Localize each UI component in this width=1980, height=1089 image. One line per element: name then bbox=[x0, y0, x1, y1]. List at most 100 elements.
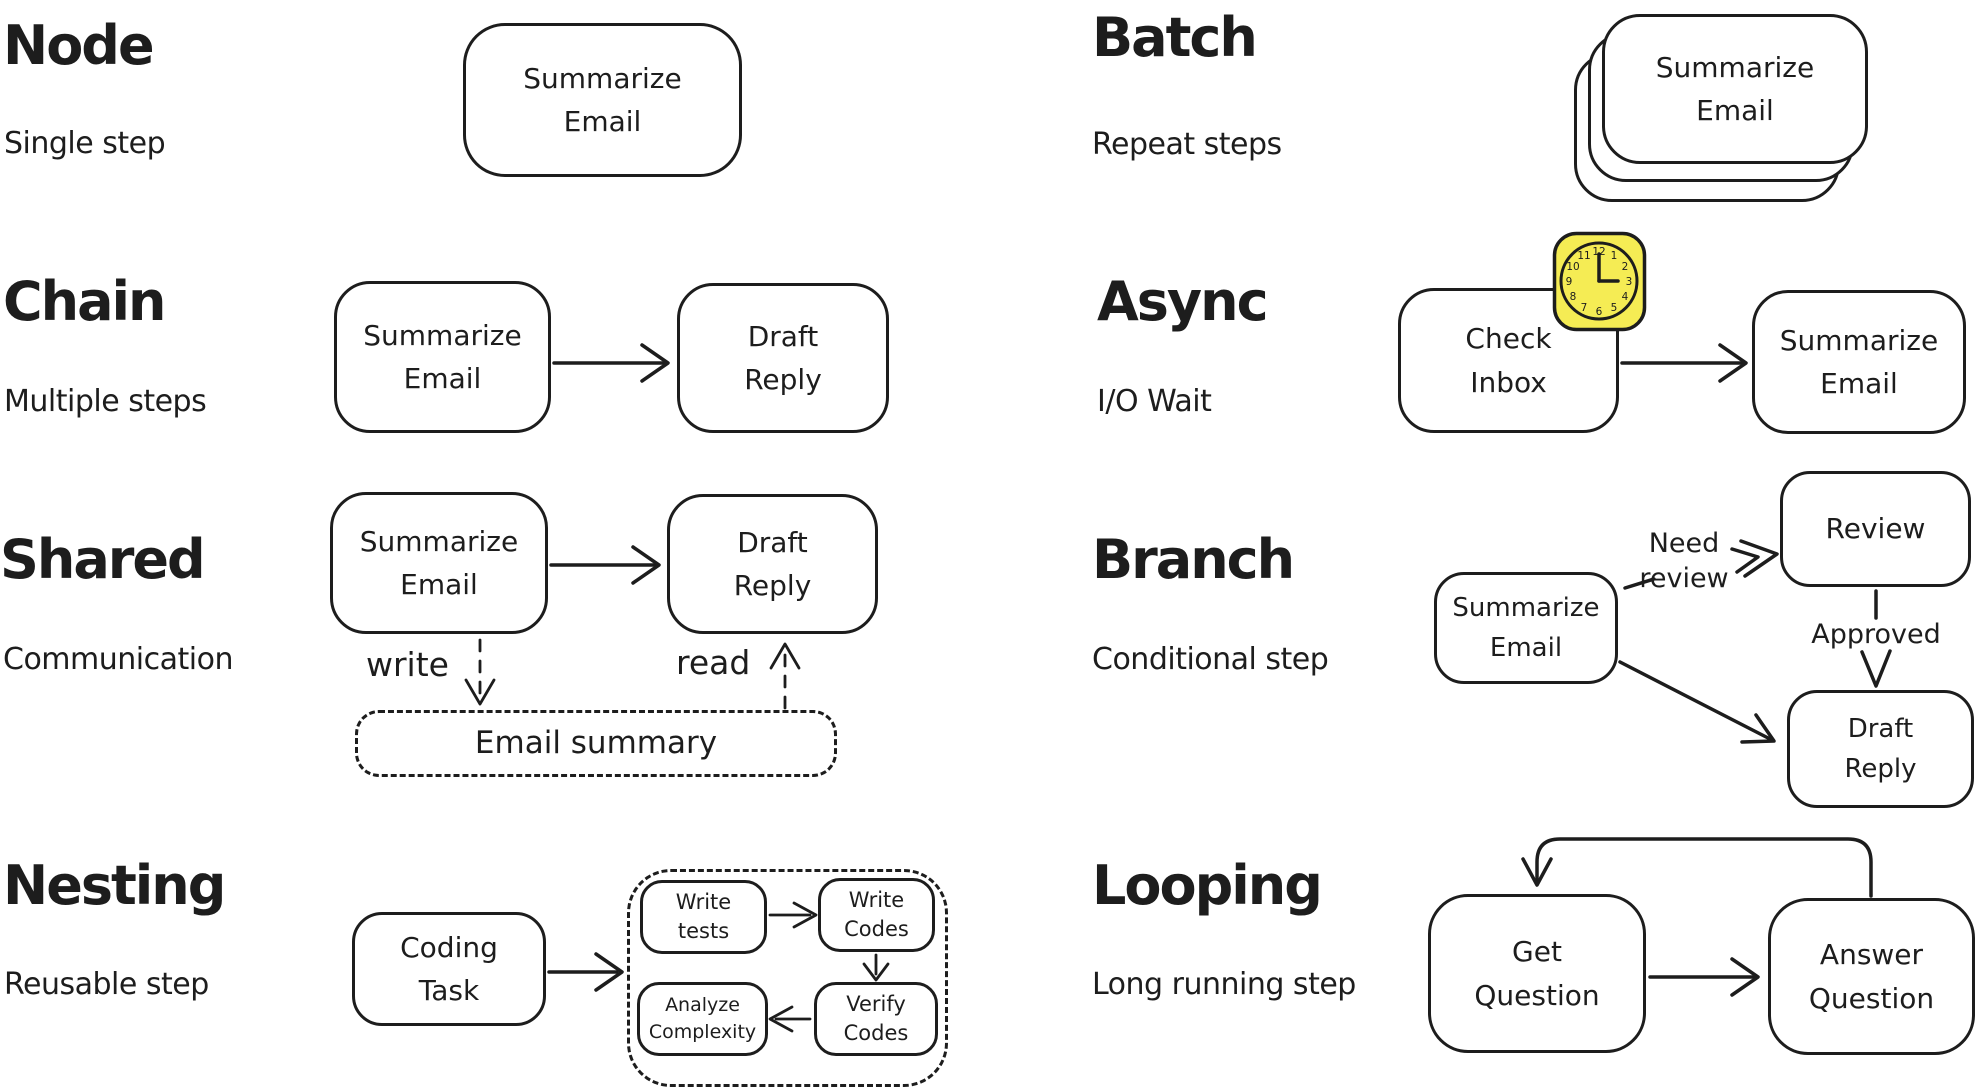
chain-title: Chain bbox=[3, 270, 166, 333]
step-label-line: Summarize bbox=[1452, 592, 1600, 623]
step-label-line: Reply bbox=[733, 569, 812, 602]
step-label-line: Question bbox=[1474, 978, 1600, 1012]
step-label-line: Analyze bbox=[665, 994, 740, 1017]
nesting-step-write-tests: Write tests bbox=[640, 880, 767, 954]
step-label-line: Codes bbox=[843, 1021, 909, 1045]
shared-write-arrow bbox=[464, 638, 496, 706]
step-label-line: Email bbox=[563, 105, 642, 138]
nesting-subtitle: Reusable step bbox=[4, 967, 209, 1002]
clock-icon: 12 1 2 3 4 5 6 7 8 9 10 11 bbox=[1552, 231, 1647, 332]
store-label: Email summary bbox=[474, 725, 718, 762]
shared-step-draft-reply: Draft Reply bbox=[667, 494, 878, 634]
nesting-step-verify-codes: Verify Codes bbox=[814, 982, 938, 1056]
step-label-line: Codes bbox=[844, 917, 909, 941]
step-label-line: Summarize bbox=[1655, 50, 1815, 84]
svg-text:6: 6 bbox=[1596, 306, 1603, 318]
async-title: Async bbox=[1097, 270, 1269, 333]
chain-step-summarize-email: Summarize Email bbox=[334, 281, 551, 433]
branch-step-draft-reply: Draft Reply bbox=[1787, 690, 1974, 808]
step-label-line: Write bbox=[675, 889, 732, 914]
svg-text:1: 1 bbox=[1611, 250, 1618, 262]
node-subtitle: Single step bbox=[4, 126, 166, 161]
step-label-line: Review bbox=[1825, 512, 1926, 546]
step-label-line: Check bbox=[1465, 322, 1552, 356]
branch-approved-label: Approved bbox=[1811, 619, 1941, 650]
step-label-line: Get bbox=[1512, 935, 1562, 969]
chain-subtitle: Multiple steps bbox=[4, 384, 207, 419]
branch-diagonal-arrow bbox=[1618, 660, 1776, 744]
step-label-line: Summarize bbox=[1779, 323, 1939, 357]
chain-step-draft-reply: Draft Reply bbox=[677, 283, 889, 433]
nesting-step-write-codes: Write Codes bbox=[818, 878, 935, 952]
nesting-group-container bbox=[627, 869, 948, 1087]
svg-text:11: 11 bbox=[1577, 250, 1590, 262]
async-step-summarize-email: Summarize Email bbox=[1752, 290, 1966, 434]
looping-title: Looping bbox=[1092, 854, 1323, 917]
step-label-line: Write bbox=[848, 887, 905, 912]
svg-text:7: 7 bbox=[1581, 302, 1588, 314]
step-label-line: Email bbox=[400, 568, 478, 601]
label-line: Need bbox=[1648, 528, 1720, 559]
step-label-line: Email bbox=[1820, 367, 1898, 400]
step-label-line: Summarize bbox=[363, 318, 522, 352]
step-label-line: Verify bbox=[846, 991, 906, 1016]
step-label-line: Draft bbox=[747, 319, 819, 353]
label-line: review bbox=[1639, 563, 1729, 595]
looping-step-answer-question: Answer Question bbox=[1768, 898, 1975, 1055]
nesting-step-coding-task: Coding Task bbox=[352, 912, 546, 1026]
shared-subtitle: Communication bbox=[3, 642, 233, 677]
branch-subtitle: Conditional step bbox=[1092, 642, 1329, 677]
step-label-line: Reply bbox=[1844, 754, 1917, 784]
step-label-line: Answer bbox=[1819, 938, 1924, 972]
shared-title: Shared bbox=[0, 528, 206, 591]
shared-store-email-summary: Email summary bbox=[355, 710, 837, 777]
async-arrow bbox=[1620, 343, 1748, 383]
looping-loopback-arrow bbox=[1521, 837, 1873, 898]
shared-write-label: write bbox=[366, 645, 449, 684]
async-subtitle: I/O Wait bbox=[1097, 384, 1212, 419]
svg-text:2: 2 bbox=[1622, 261, 1629, 273]
step-label-line: Email bbox=[1696, 94, 1774, 127]
nesting-step-analyze-complexity: Analyze Complexity bbox=[637, 982, 768, 1056]
looping-step-get-question: Get Question bbox=[1428, 894, 1646, 1053]
shared-read-label: read bbox=[676, 643, 751, 682]
branch-title: Branch bbox=[1092, 528, 1295, 591]
svg-text:9: 9 bbox=[1566, 276, 1573, 288]
step-label-line: Draft bbox=[737, 525, 808, 559]
step-label-line: Reply bbox=[744, 363, 822, 396]
node-title: Node bbox=[3, 14, 155, 77]
batch-title: Batch bbox=[1092, 6, 1258, 69]
step-label-line: Complexity bbox=[648, 1021, 757, 1043]
step-label-line: Summarize bbox=[359, 524, 519, 558]
step-label-line: Email bbox=[403, 362, 482, 395]
batch-subtitle: Repeat steps bbox=[1092, 127, 1282, 162]
clock-numbers: 12 1 2 3 4 5 6 7 8 9 10 11 bbox=[1566, 246, 1633, 318]
nesting-main-arrow bbox=[547, 952, 624, 992]
shared-read-arrow bbox=[769, 642, 801, 710]
step-label-line: Question bbox=[1808, 981, 1935, 1015]
batch-step-summarize-email: Summarize Email bbox=[1602, 14, 1868, 164]
branch-step-review: Review bbox=[1780, 471, 1971, 587]
svg-text:4: 4 bbox=[1622, 291, 1629, 303]
svg-text:3: 3 bbox=[1626, 276, 1633, 288]
looping-subtitle: Long running step bbox=[1092, 967, 1356, 1002]
looping-forward-arrow bbox=[1648, 957, 1760, 997]
step-label-line: Email bbox=[1489, 633, 1563, 663]
step-label-line: Draft bbox=[1847, 713, 1914, 744]
svg-text:10: 10 bbox=[1566, 261, 1579, 273]
step-label-line: Coding bbox=[400, 930, 498, 964]
step-label-line: Inbox bbox=[1470, 365, 1547, 399]
shared-step-summarize-email: Summarize Email bbox=[330, 492, 548, 634]
step-label-line: Summarize bbox=[523, 61, 682, 95]
shared-main-arrow bbox=[549, 545, 661, 585]
node-step-summarize-email: Summarize Email bbox=[463, 23, 742, 177]
svg-text:8: 8 bbox=[1570, 291, 1577, 303]
step-label-line: Task bbox=[418, 974, 480, 1007]
branch-need-review-label: Need review bbox=[1628, 526, 1740, 596]
svg-text:5: 5 bbox=[1611, 302, 1618, 314]
clock-hands bbox=[1597, 252, 1620, 283]
svg-text:12: 12 bbox=[1592, 246, 1605, 258]
step-label-line: tests bbox=[677, 919, 730, 943]
branch-step-summarize-email: Summarize Email bbox=[1434, 572, 1618, 684]
